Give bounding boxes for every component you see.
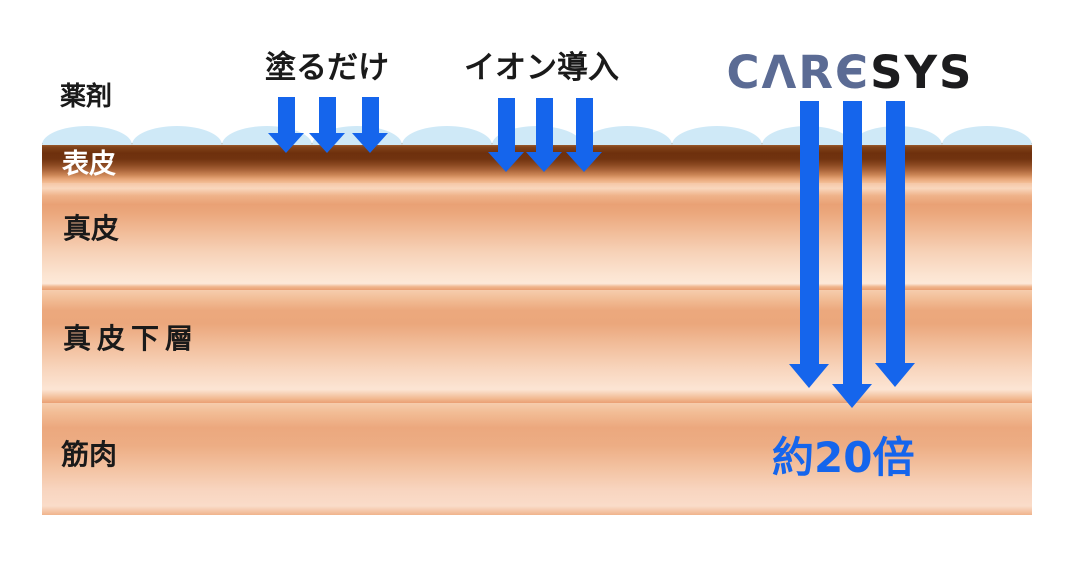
skin-cross-section — [42, 143, 1032, 515]
layer-muscle — [42, 403, 1032, 515]
drug-label: 薬剤 — [60, 82, 113, 112]
arrow-shaft — [799, 101, 819, 364]
arrow-head — [832, 384, 872, 408]
arrow-head — [789, 364, 829, 388]
droplet-icon — [582, 126, 672, 145]
arrow-head — [268, 133, 304, 153]
topical-method-label: 塗るだけ — [265, 50, 389, 86]
droplet-icon — [42, 126, 132, 145]
arrow-head — [526, 152, 562, 172]
arrow-shaft — [277, 97, 295, 133]
caresys-logo-care-part: CΛRЄ — [726, 46, 871, 99]
droplet-icon — [402, 126, 492, 145]
arrow-shaft — [361, 97, 379, 133]
arrow-shaft — [497, 98, 515, 152]
arrow-head — [875, 363, 915, 387]
arrow-head — [566, 152, 602, 172]
caresys-arrow-icon — [789, 101, 829, 388]
caresys-arrow-icon — [875, 101, 915, 387]
arrow-head — [352, 133, 388, 153]
droplet-icon — [942, 126, 1032, 145]
dermis-label: 真皮 — [63, 212, 120, 245]
caresys-logo: CΛRЄSYS — [690, 50, 1010, 95]
arrow-shaft — [318, 97, 336, 133]
arrow-shaft — [535, 98, 553, 152]
arrow-head — [488, 152, 524, 172]
arrow-shaft — [885, 101, 905, 363]
muscle-label: 筋肉 — [61, 438, 118, 471]
arrow-head — [309, 133, 345, 153]
iontophoresis-arrow-icon — [526, 98, 562, 172]
dermis-lower-label: 真皮下層 — [63, 322, 200, 355]
caresys-logo-sys-part: SYS — [870, 46, 974, 99]
iontophoresis-arrow-icon — [488, 98, 524, 172]
caresys-arrow-icon — [832, 101, 872, 408]
arrow-shaft — [575, 98, 593, 152]
iontophoresis-arrow-icon — [566, 98, 602, 172]
topical-arrow-icon — [309, 97, 345, 153]
epidermis-label: 表皮 — [62, 149, 116, 180]
arrow-shaft — [842, 101, 862, 384]
topical-arrow-icon — [352, 97, 388, 153]
layer-dermis — [42, 183, 1032, 290]
droplet-icon — [672, 126, 762, 145]
droplet-icon — [132, 126, 222, 145]
penetration-result-label: 約20倍 — [772, 433, 915, 482]
iontophoresis-method-label: イオン導入 — [464, 50, 619, 86]
topical-arrow-icon — [268, 97, 304, 153]
